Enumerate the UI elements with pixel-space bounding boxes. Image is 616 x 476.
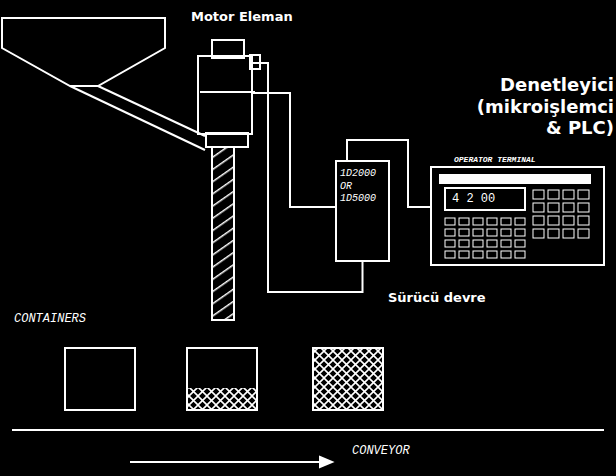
container-full xyxy=(313,348,383,410)
conveyor-label: CONVEYOR xyxy=(352,444,410,458)
conveyor-belt xyxy=(12,429,604,431)
chute-edge xyxy=(70,86,205,150)
conveyor-arrowhead xyxy=(320,457,332,467)
controller-label: Denetleyici (mikroişlemci & PLC) xyxy=(468,74,614,139)
motor-band xyxy=(200,91,255,93)
motor-element: Motor Eleman xyxy=(197,55,253,135)
chute-edge xyxy=(98,86,205,136)
node-heading: OPERATOR TERMINAL xyxy=(454,155,536,165)
hopper xyxy=(2,18,165,86)
terminal-keypad xyxy=(445,190,589,258)
terminal-screen xyxy=(445,188,525,210)
container-partial xyxy=(187,348,257,410)
container-empty xyxy=(65,348,135,410)
operator-terminal: OPERATOR TERMINAL4 2 00 xyxy=(430,166,605,266)
containers-label: CONTAINERS xyxy=(14,312,86,326)
model-number: 1D2000 OR 1D5000 xyxy=(337,162,388,212)
conveyor-arrow xyxy=(130,461,320,463)
container-fill xyxy=(188,388,256,409)
node-heading: Motor Eleman xyxy=(191,9,293,25)
screen-readout: 4 2 00 xyxy=(452,192,495,207)
driver-circuit: 1D2000 OR 1D5000 xyxy=(335,160,390,262)
motor-flange xyxy=(206,133,248,147)
terminal-strip xyxy=(440,175,590,183)
wire xyxy=(253,93,335,207)
driver-label: Sürücü devre xyxy=(388,290,486,306)
auger xyxy=(212,147,234,320)
